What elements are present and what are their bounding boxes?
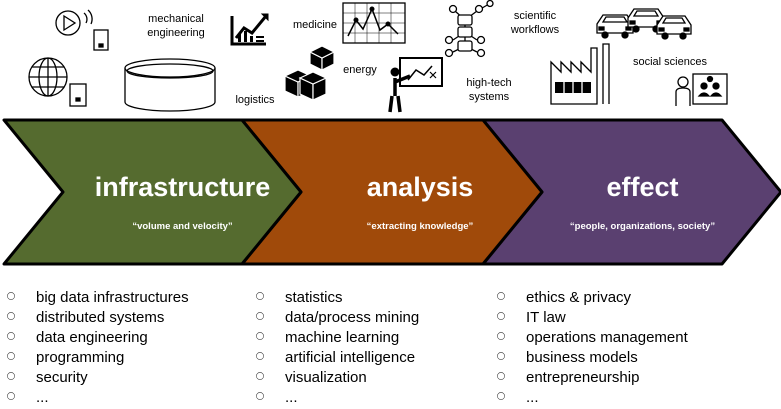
list-item-text: ... <box>285 389 298 406</box>
list-item: statistics <box>253 288 419 308</box>
domain-label-line: high-tech <box>466 77 512 89</box>
list-item: security <box>4 368 189 388</box>
globe-icon <box>28 57 87 107</box>
list-item: entrepreneurship <box>494 368 688 388</box>
presenter-board-icon <box>388 57 443 113</box>
stage-subtitle-infrastructure: “volume and velocity” <box>132 221 233 232</box>
list-item: machine learning <box>253 328 419 348</box>
list-item: business models <box>494 348 688 368</box>
topic-list-analysis: statistics data/process mining machine l… <box>253 288 419 408</box>
domain-label-high-tech-systems: high-tech systems <box>454 76 524 104</box>
bullet-icon <box>497 312 505 320</box>
domain-label-logistics: logistics <box>235 94 275 106</box>
domain-label-social-sciences: social sciences <box>633 56 707 68</box>
bullet-icon <box>7 332 15 340</box>
vital-signs-chart-icon <box>342 2 406 44</box>
list-item-text: business models <box>526 349 638 366</box>
bullet-icon <box>256 352 264 360</box>
stage-title-effect: effect <box>606 172 679 202</box>
list-item-text: data/process mining <box>285 309 420 326</box>
stacked-boxes-icon <box>283 45 336 101</box>
list-item: ... <box>494 388 688 408</box>
growth-chart-icon <box>230 13 269 46</box>
topic-list-infrastructure: big data infrastructures distributed sys… <box>4 288 189 408</box>
list-item: data engineering <box>4 328 189 348</box>
database-cylinder-icon <box>124 58 216 112</box>
bullet-icon <box>256 392 264 400</box>
domain-label-mechanical-engineering: mechanical engineering <box>136 12 216 40</box>
domain-label-medicine: medicine <box>292 19 338 31</box>
list-item-text: IT law <box>526 309 566 326</box>
domain-label-line: scientific <box>513 10 557 22</box>
list-item: visualization <box>253 368 419 388</box>
bullet-icon <box>497 372 505 380</box>
bullet-icon <box>7 352 15 360</box>
list-item-text: ... <box>36 389 49 406</box>
people-icon <box>675 73 728 106</box>
list-item-text: security <box>36 369 88 386</box>
list-item-text: ethics & privacy <box>526 289 632 306</box>
bullet-icon <box>256 312 264 320</box>
domain-label-energy: energy <box>343 64 377 76</box>
domain-label-line: mechanical <box>148 13 204 25</box>
bullet-icon <box>497 332 505 340</box>
list-item-text: programming <box>36 349 125 366</box>
stage-subtitle-effect: “people, organizations, society” <box>569 221 716 232</box>
cars-icon <box>596 8 692 40</box>
domain-label-line: systems <box>468 91 510 103</box>
domain-label-scientific-workflows: scientific workflows <box>495 9 575 37</box>
list-item-text: artificial intelligence <box>285 349 416 366</box>
list-item: artificial intelligence <box>253 348 419 368</box>
factory-icon <box>550 43 610 105</box>
stage-subtitle-analysis: “extracting knowledge” <box>366 221 474 232</box>
bullet-icon <box>256 292 264 300</box>
list-item: ... <box>253 388 419 408</box>
bullet-icon <box>7 292 15 300</box>
bullet-icon <box>497 292 505 300</box>
list-item-text: visualization <box>285 369 367 386</box>
bullet-icon <box>497 392 505 400</box>
bullet-icon <box>497 352 505 360</box>
list-item-text: ... <box>526 389 539 406</box>
domain-label-line: workflows <box>510 24 560 36</box>
list-item: IT law <box>494 308 688 328</box>
bullet-icon <box>7 312 15 320</box>
list-item: ... <box>4 388 189 408</box>
bullet-icon <box>7 392 15 400</box>
bullet-icon <box>7 372 15 380</box>
bullet-icon <box>256 332 264 340</box>
list-item-text: entrepreneurship <box>526 369 640 386</box>
list-item: programming <box>4 348 189 368</box>
list-item: big data infrastructures <box>4 288 189 308</box>
list-item: data/process mining <box>253 308 419 328</box>
list-item-text: distributed systems <box>36 309 165 326</box>
list-item-text: machine learning <box>285 329 400 346</box>
network-nodes-icon <box>444 0 494 58</box>
domain-label-line: engineering <box>147 27 205 39</box>
list-item: ethics & privacy <box>494 288 688 308</box>
stage-arrow-infrastructure <box>2 118 303 266</box>
list-item-text: operations management <box>526 329 688 346</box>
stage-title-analysis: analysis <box>366 172 474 202</box>
bullet-icon <box>256 372 264 380</box>
topic-list-effect: ethics & privacy IT law operations manag… <box>494 288 688 408</box>
list-item-text: data engineering <box>36 329 148 346</box>
list-item: distributed systems <box>4 308 189 328</box>
list-item-text: statistics <box>285 289 343 306</box>
stage-title-infrastructure: infrastructure <box>94 172 271 202</box>
list-item: operations management <box>494 328 688 348</box>
media-player-icon <box>55 9 109 51</box>
list-item-text: big data infrastructures <box>36 289 189 306</box>
